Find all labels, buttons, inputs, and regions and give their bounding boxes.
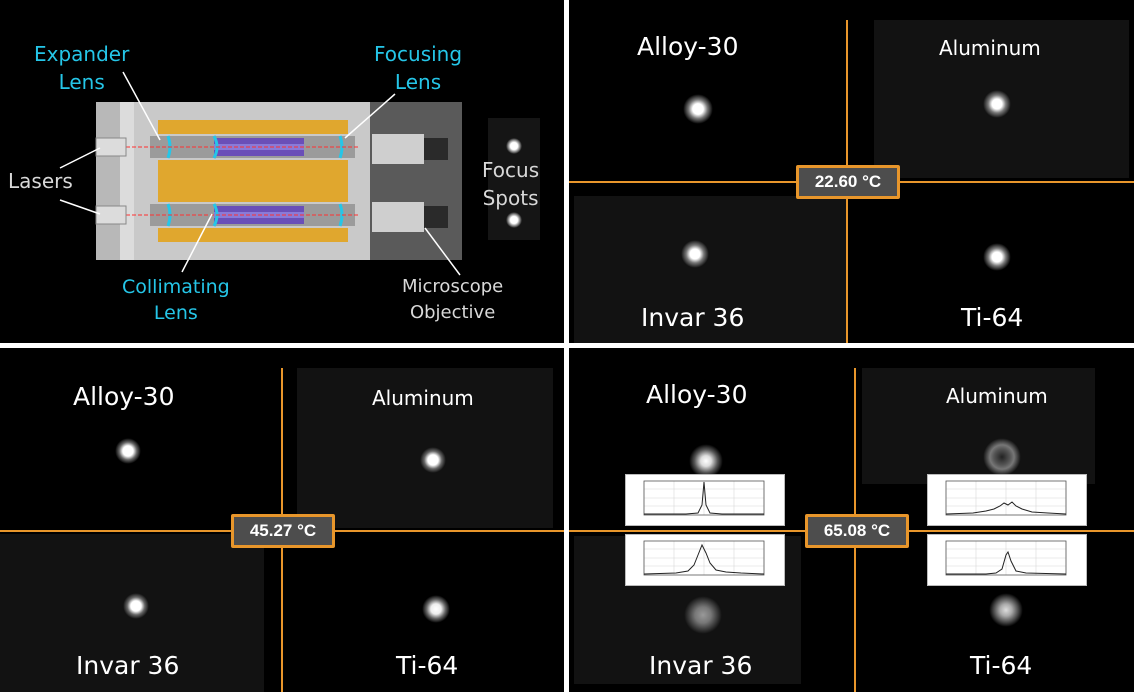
- temperature-panel-1: Alloy-30 Aluminum Invar 36 Ti-64 22.60 °…: [569, 0, 1134, 343]
- alloy30-spot: [689, 444, 723, 478]
- temperature-panel-2: Alloy-30 Aluminum Invar 36 Ti-64 45.27 °…: [0, 348, 564, 692]
- aluminum-label: Aluminum: [939, 36, 1041, 60]
- ti64-label: Ti-64: [961, 303, 1024, 332]
- ti64-spot: [422, 595, 450, 623]
- invar-spot: [123, 593, 149, 619]
- temperature-panel-3: Alloy-30 Aluminum Invar 36 Ti-64 65.08 °…: [569, 348, 1134, 692]
- aluminum-spot: [420, 447, 446, 473]
- temperature-badge: 45.27 °C: [231, 514, 335, 548]
- ti64-label: Ti-64: [396, 651, 459, 680]
- temperature-badge: 22.60 °C: [796, 165, 900, 199]
- invar36-label: Invar 36: [641, 303, 745, 332]
- alloy30-label: Alloy-30: [646, 380, 748, 409]
- alloy30-spot: [115, 438, 141, 464]
- invar-spot: [681, 240, 709, 268]
- aluminum-spot: [983, 90, 1011, 118]
- temperature-badge: 65.08 °C: [805, 514, 909, 548]
- invar-spot: [684, 596, 722, 634]
- aluminum-tile: [297, 368, 553, 528]
- ti64-profile-plot: [927, 534, 1087, 586]
- aluminum-label: Aluminum: [372, 386, 474, 410]
- optical-setup-diagram: [59, 71, 540, 276]
- aluminum-profile-plot: [927, 474, 1087, 526]
- ti64-label: Ti-64: [970, 651, 1033, 680]
- aluminum-tile: [862, 368, 1095, 484]
- invar-tile: [574, 196, 846, 343]
- invar36-label: Invar 36: [76, 651, 180, 680]
- lasers-label: Lasers: [8, 169, 73, 193]
- alloy30-spot: [683, 94, 713, 124]
- alloy30-label: Alloy-30: [637, 32, 739, 61]
- aluminum-label: Aluminum: [946, 384, 1048, 408]
- alloy30-profile-plot: [625, 474, 785, 526]
- alloy30-label: Alloy-30: [73, 382, 175, 411]
- invar36-label: Invar 36: [649, 651, 753, 680]
- aluminum-spot: [983, 438, 1021, 476]
- ti64-spot: [989, 593, 1023, 627]
- ti64-spot: [983, 243, 1011, 271]
- invar36-profile-plot: [625, 534, 785, 586]
